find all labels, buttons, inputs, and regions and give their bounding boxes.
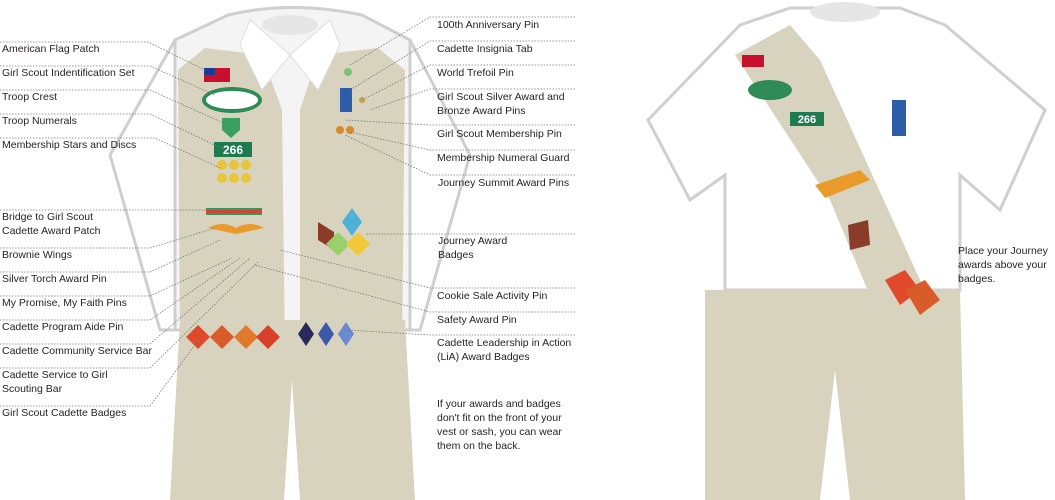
back-note: If your awards and badges don't fit on t… [437, 398, 562, 452]
troop-crest [222, 118, 240, 138]
journey-award-badges [318, 208, 370, 256]
label-membership-stars: Membership Stars and Discs [2, 139, 137, 151]
label-brownie-wings: Brownie Wings [2, 249, 73, 261]
cadette-badges [186, 325, 280, 349]
label-cookie-sale: Cookie Sale Activity Pin [437, 290, 548, 302]
label-lia-badges: Cadette Leadership in Action (LiA) Award… [437, 337, 572, 363]
label-safety-award: Safety Award Pin [437, 314, 517, 326]
brownie-wings [208, 224, 264, 234]
label-insignia-tab: Cadette Insignia Tab [437, 43, 533, 55]
leader-lines [0, 16, 575, 407]
label-journey-summit: Journey Summit Award Pins [438, 177, 570, 189]
label-american-flag-patch: American Flag Patch [2, 43, 100, 55]
insignia-tab [340, 88, 352, 112]
label-journey-badges: Journey Award Badges [438, 235, 508, 261]
label-community-service: Cadette Community Service Bar [2, 345, 152, 357]
label-cadette-badges: Girl Scout Cadette Badges [2, 407, 127, 419]
label-100th-anniversary: 100th Anniversary Pin [437, 19, 540, 31]
troop-numerals [214, 142, 252, 157]
label-troop-numerals: Troop Numerals [2, 115, 77, 127]
shorts [170, 320, 415, 500]
label-troop-crest: Troop Crest [2, 91, 58, 103]
troop-numerals-text: 266 [798, 114, 816, 126]
label-silver-torch: Silver Torch Award Pin [2, 273, 107, 285]
vest-right-panel [300, 48, 405, 355]
membership-stars [217, 160, 251, 183]
label-bridge-patch: Bridge to Girl Scout Cadette Award Patch [2, 211, 101, 237]
sash-figure: 266 [646, 2, 1047, 500]
troop-numerals-text: 266 [223, 143, 243, 157]
shorts [705, 290, 965, 500]
label-service-to-gs: Cadette Service to Girl Scouting Bar [2, 369, 108, 395]
lia-badges [298, 322, 354, 346]
label-id-set: Girl Scout Indentification Set [2, 67, 135, 79]
label-program-aide: Cadette Program Aide Pin [2, 321, 124, 333]
sash-note: Place your Journey awards above your bad… [958, 245, 1048, 285]
label-my-promise: My Promise, My Faith Pins [2, 297, 127, 309]
vest-figure: 266 [108, 6, 472, 500]
label-membership-pin: Girl Scout Membership Pin [437, 128, 562, 140]
label-numeral-guard: Membership Numeral Guard [437, 152, 570, 164]
vest-left-panel [178, 48, 285, 355]
label-silver-bronze: Girl Scout Silver Award and Bronze Award… [437, 91, 565, 117]
label-world-trefoil: World Trefoil Pin [437, 67, 514, 79]
